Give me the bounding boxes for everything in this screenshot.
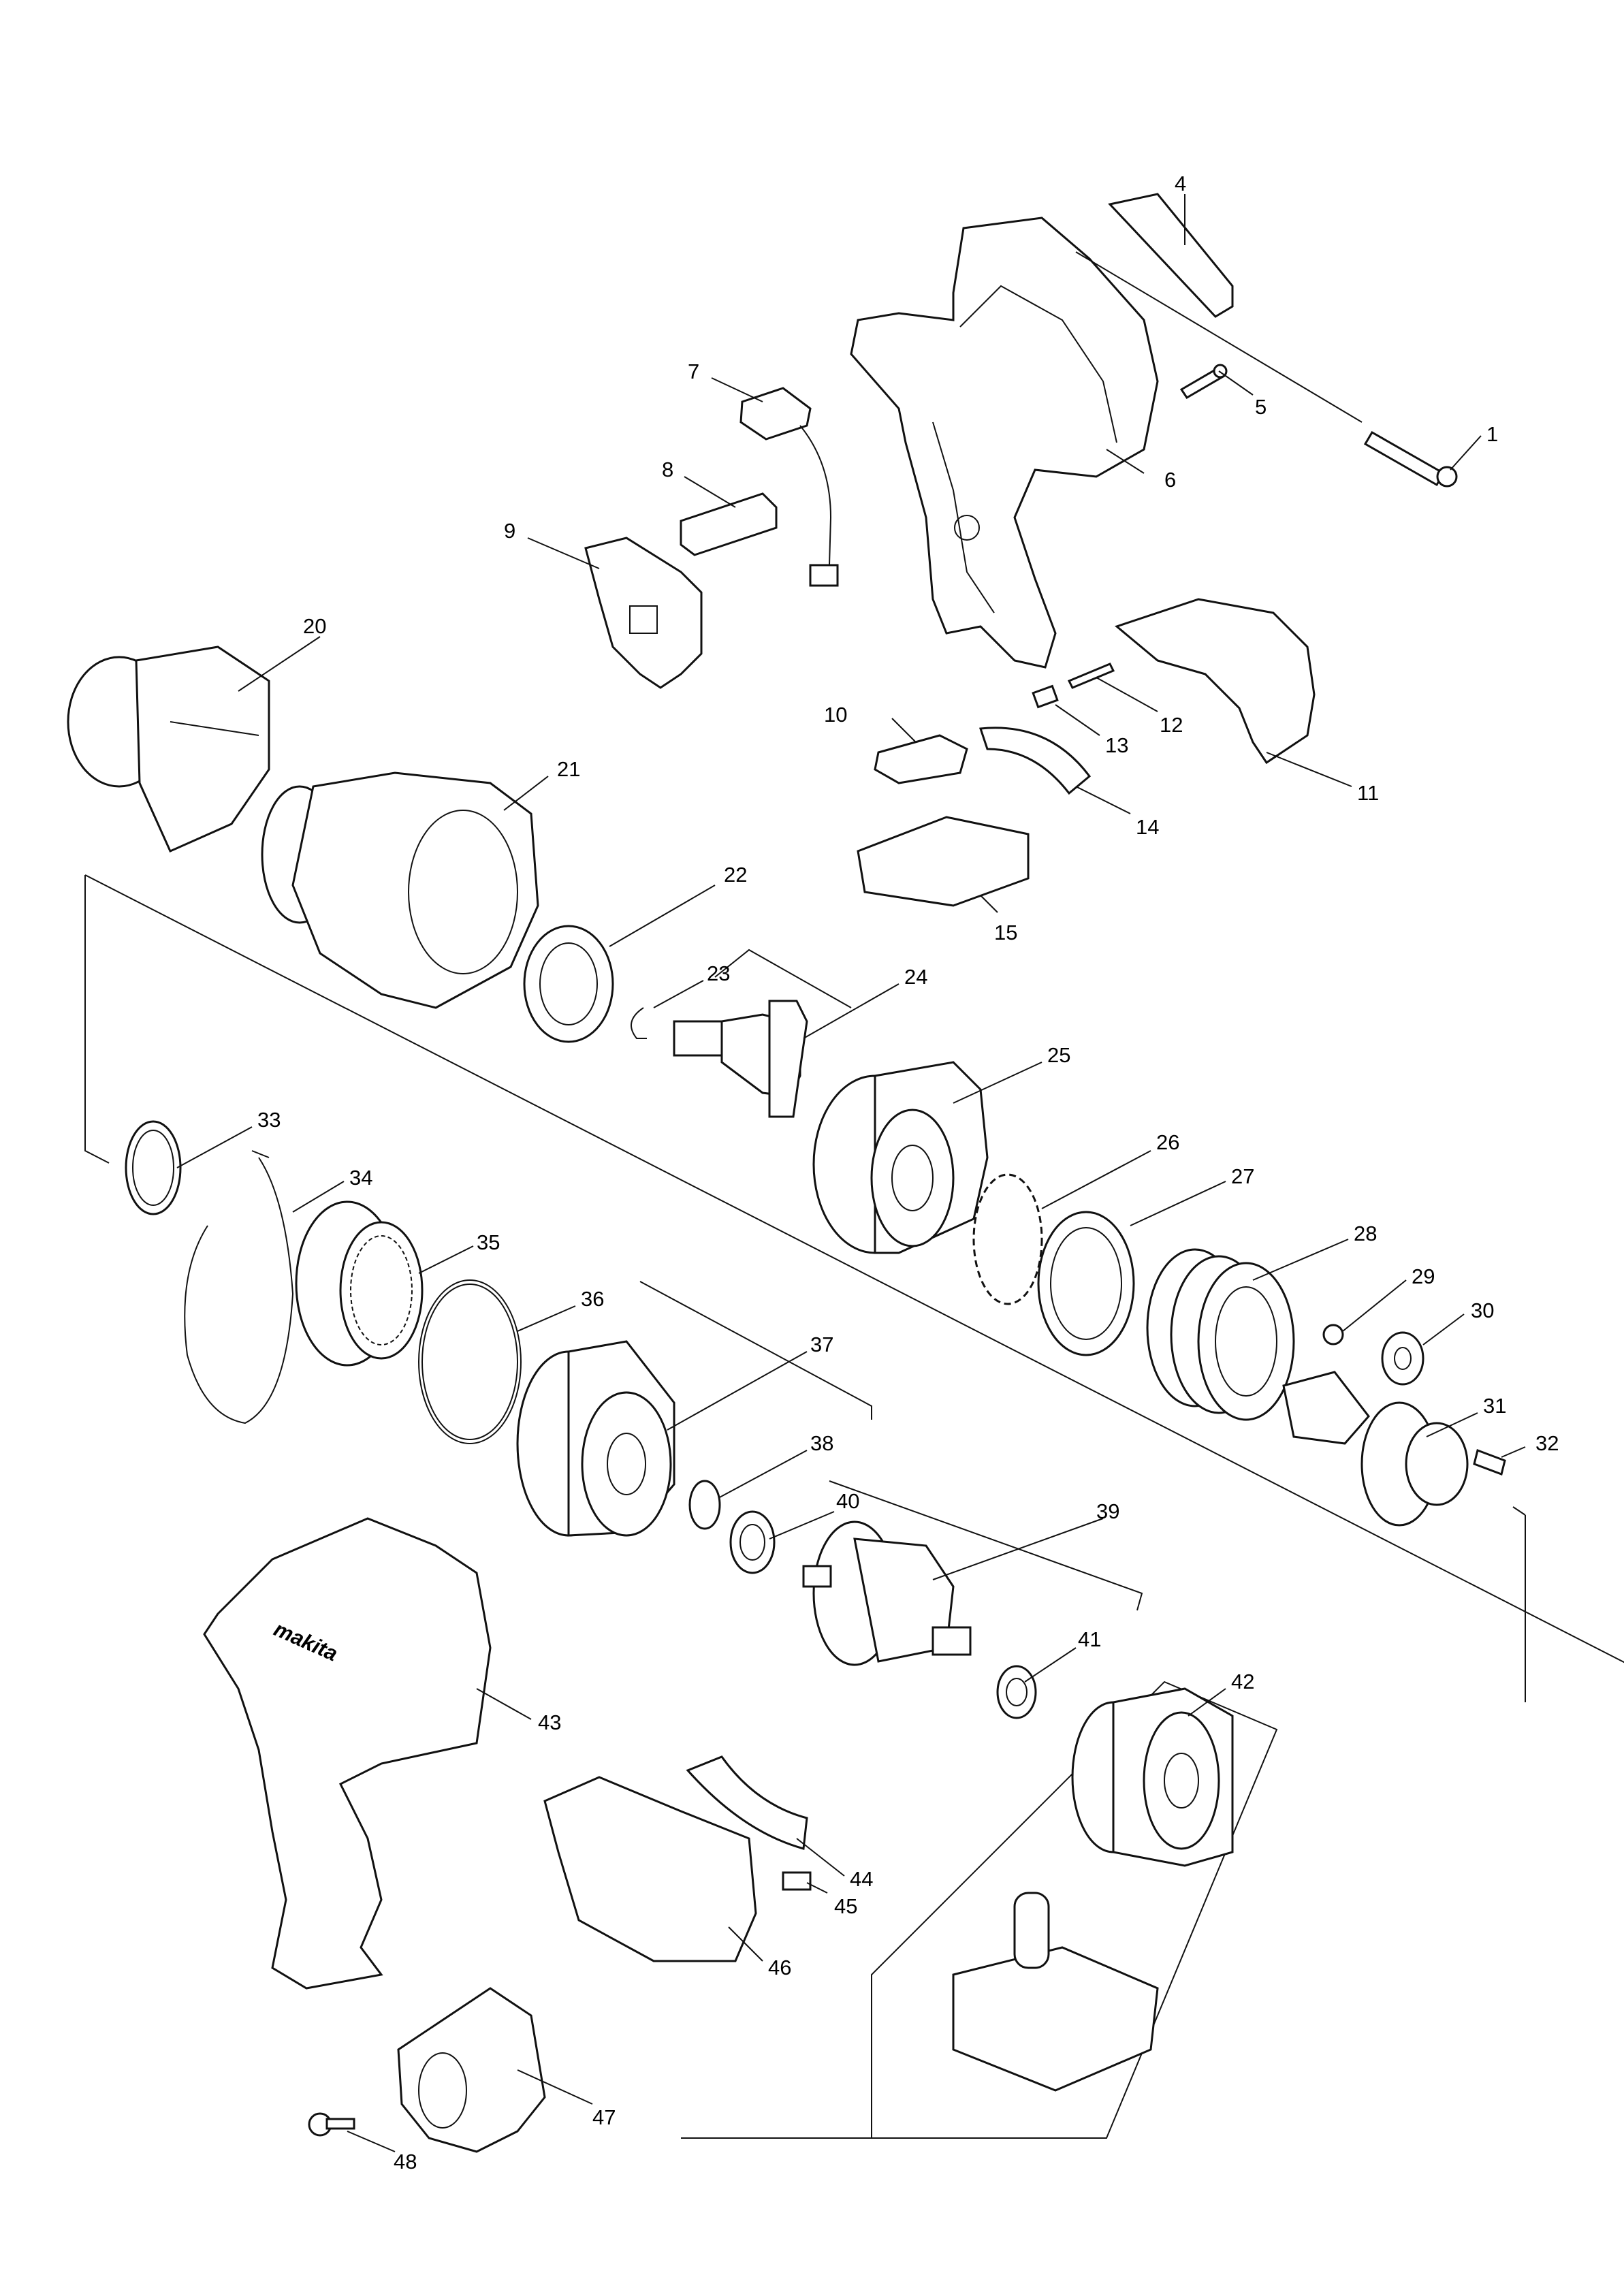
label-23: 23 — [707, 961, 730, 985]
label-36: 36 — [581, 1287, 604, 1311]
part-1-bolt — [1363, 430, 1458, 488]
part-39-rotor — [802, 1520, 972, 1666]
part-4-strip — [1108, 193, 1234, 318]
label-10: 10 — [824, 703, 847, 727]
part-44-cover — [686, 1755, 808, 1850]
label-48: 48 — [394, 2150, 417, 2173]
label-4: 4 — [1175, 172, 1186, 195]
part-12-pin — [1067, 663, 1115, 689]
leader-lines — [176, 194, 1526, 2152]
part-26-ball-ring — [972, 1173, 1043, 1305]
part-41-bearing — [996, 1665, 1037, 1719]
group-brackets — [84, 874, 1624, 2139]
part-10-button — [874, 734, 968, 784]
part-8-sleeve — [680, 492, 778, 556]
label-20: 20 — [303, 614, 326, 638]
label-47: 47 — [592, 2105, 616, 2129]
part-33-ring — [125, 1120, 182, 1215]
part-24-anvil — [673, 1000, 808, 1118]
part-31-spindle — [1282, 1371, 1469, 1527]
label-44: 44 — [850, 1867, 873, 1891]
part-13-spring — [1032, 684, 1059, 709]
label-42: 42 — [1231, 1670, 1254, 1693]
part-29-ball — [1322, 1324, 1344, 1345]
part-40-bearing — [729, 1510, 776, 1574]
label-26: 26 — [1156, 1130, 1179, 1154]
part-42-controller — [952, 1892, 1159, 2092]
label-8: 8 — [662, 458, 673, 481]
label-15: 15 — [994, 921, 1017, 944]
label-40: 40 — [836, 1489, 859, 1513]
part-7-sensor — [739, 387, 839, 587]
label-39: 39 — [1096, 1499, 1119, 1523]
label-43: 43 — [538, 1710, 561, 1734]
part-25-hammer — [812, 1061, 989, 1254]
part-9-switch — [584, 537, 703, 689]
label-21: 21 — [557, 757, 580, 781]
label-11: 11 — [1357, 781, 1379, 805]
part-30-washer — [1381, 1331, 1424, 1386]
label-41: 41 — [1078, 1627, 1101, 1651]
label-1: 1 — [1486, 422, 1498, 446]
part-27-washer — [1037, 1211, 1135, 1356]
part-labels: 4 5 1 6 7 8 9 10 11 12 13 14 15 20 21 22… — [257, 172, 1559, 2173]
label-27: 27 — [1231, 1164, 1254, 1188]
part-22-washer — [523, 925, 614, 1043]
part-28-spring — [1146, 1248, 1295, 1421]
label-45: 45 — [834, 1894, 857, 1918]
label-9: 9 — [504, 519, 515, 543]
label-33: 33 — [257, 1108, 281, 1132]
part-43-housing: makita — [203, 1517, 492, 1990]
part-34-snap-ring — [184, 1150, 294, 1424]
part-46-housing-cover — [543, 1776, 757, 1962]
label-29: 29 — [1412, 1264, 1435, 1288]
part-5-screw — [1179, 364, 1228, 400]
part-32-pin — [1473, 1449, 1506, 1476]
part-11-cover — [1114, 598, 1316, 765]
label-7: 7 — [688, 360, 699, 383]
label-31: 31 — [1483, 1394, 1506, 1418]
label-34: 34 — [349, 1166, 372, 1190]
part-38-washer — [688, 1480, 721, 1530]
part-15-terminal — [857, 816, 1030, 907]
label-14: 14 — [1136, 815, 1159, 839]
part-14-lamp — [978, 727, 1092, 795]
part-35-internal-gear — [295, 1200, 424, 1367]
part-47-hook — [397, 1987, 546, 2153]
part-42-stator — [1071, 1687, 1234, 1867]
part-45-sensor — [782, 1871, 812, 1891]
label-32: 32 — [1535, 1431, 1559, 1455]
label-35: 35 — [477, 1230, 500, 1254]
part-48-screw — [308, 2112, 355, 2137]
label-30: 30 — [1471, 1299, 1494, 1322]
part-37-retainer — [516, 1340, 675, 1537]
label-6: 6 — [1164, 468, 1176, 492]
label-25: 25 — [1047, 1043, 1070, 1067]
label-13: 13 — [1105, 733, 1128, 757]
label-46: 46 — [768, 1956, 791, 1979]
label-22: 22 — [724, 863, 747, 887]
label-5: 5 — [1255, 395, 1267, 419]
label-12: 12 — [1160, 713, 1183, 737]
label-37: 37 — [810, 1333, 833, 1356]
label-38: 38 — [810, 1431, 833, 1455]
label-24: 24 — [904, 965, 927, 989]
part-21-gear-housing — [261, 771, 539, 1009]
part-36-o-ring — [418, 1279, 522, 1444]
part-6-housing — [850, 217, 1159, 669]
label-28: 28 — [1354, 1222, 1377, 1245]
part-20-cover — [67, 646, 270, 853]
part-23-ring — [631, 1007, 647, 1039]
